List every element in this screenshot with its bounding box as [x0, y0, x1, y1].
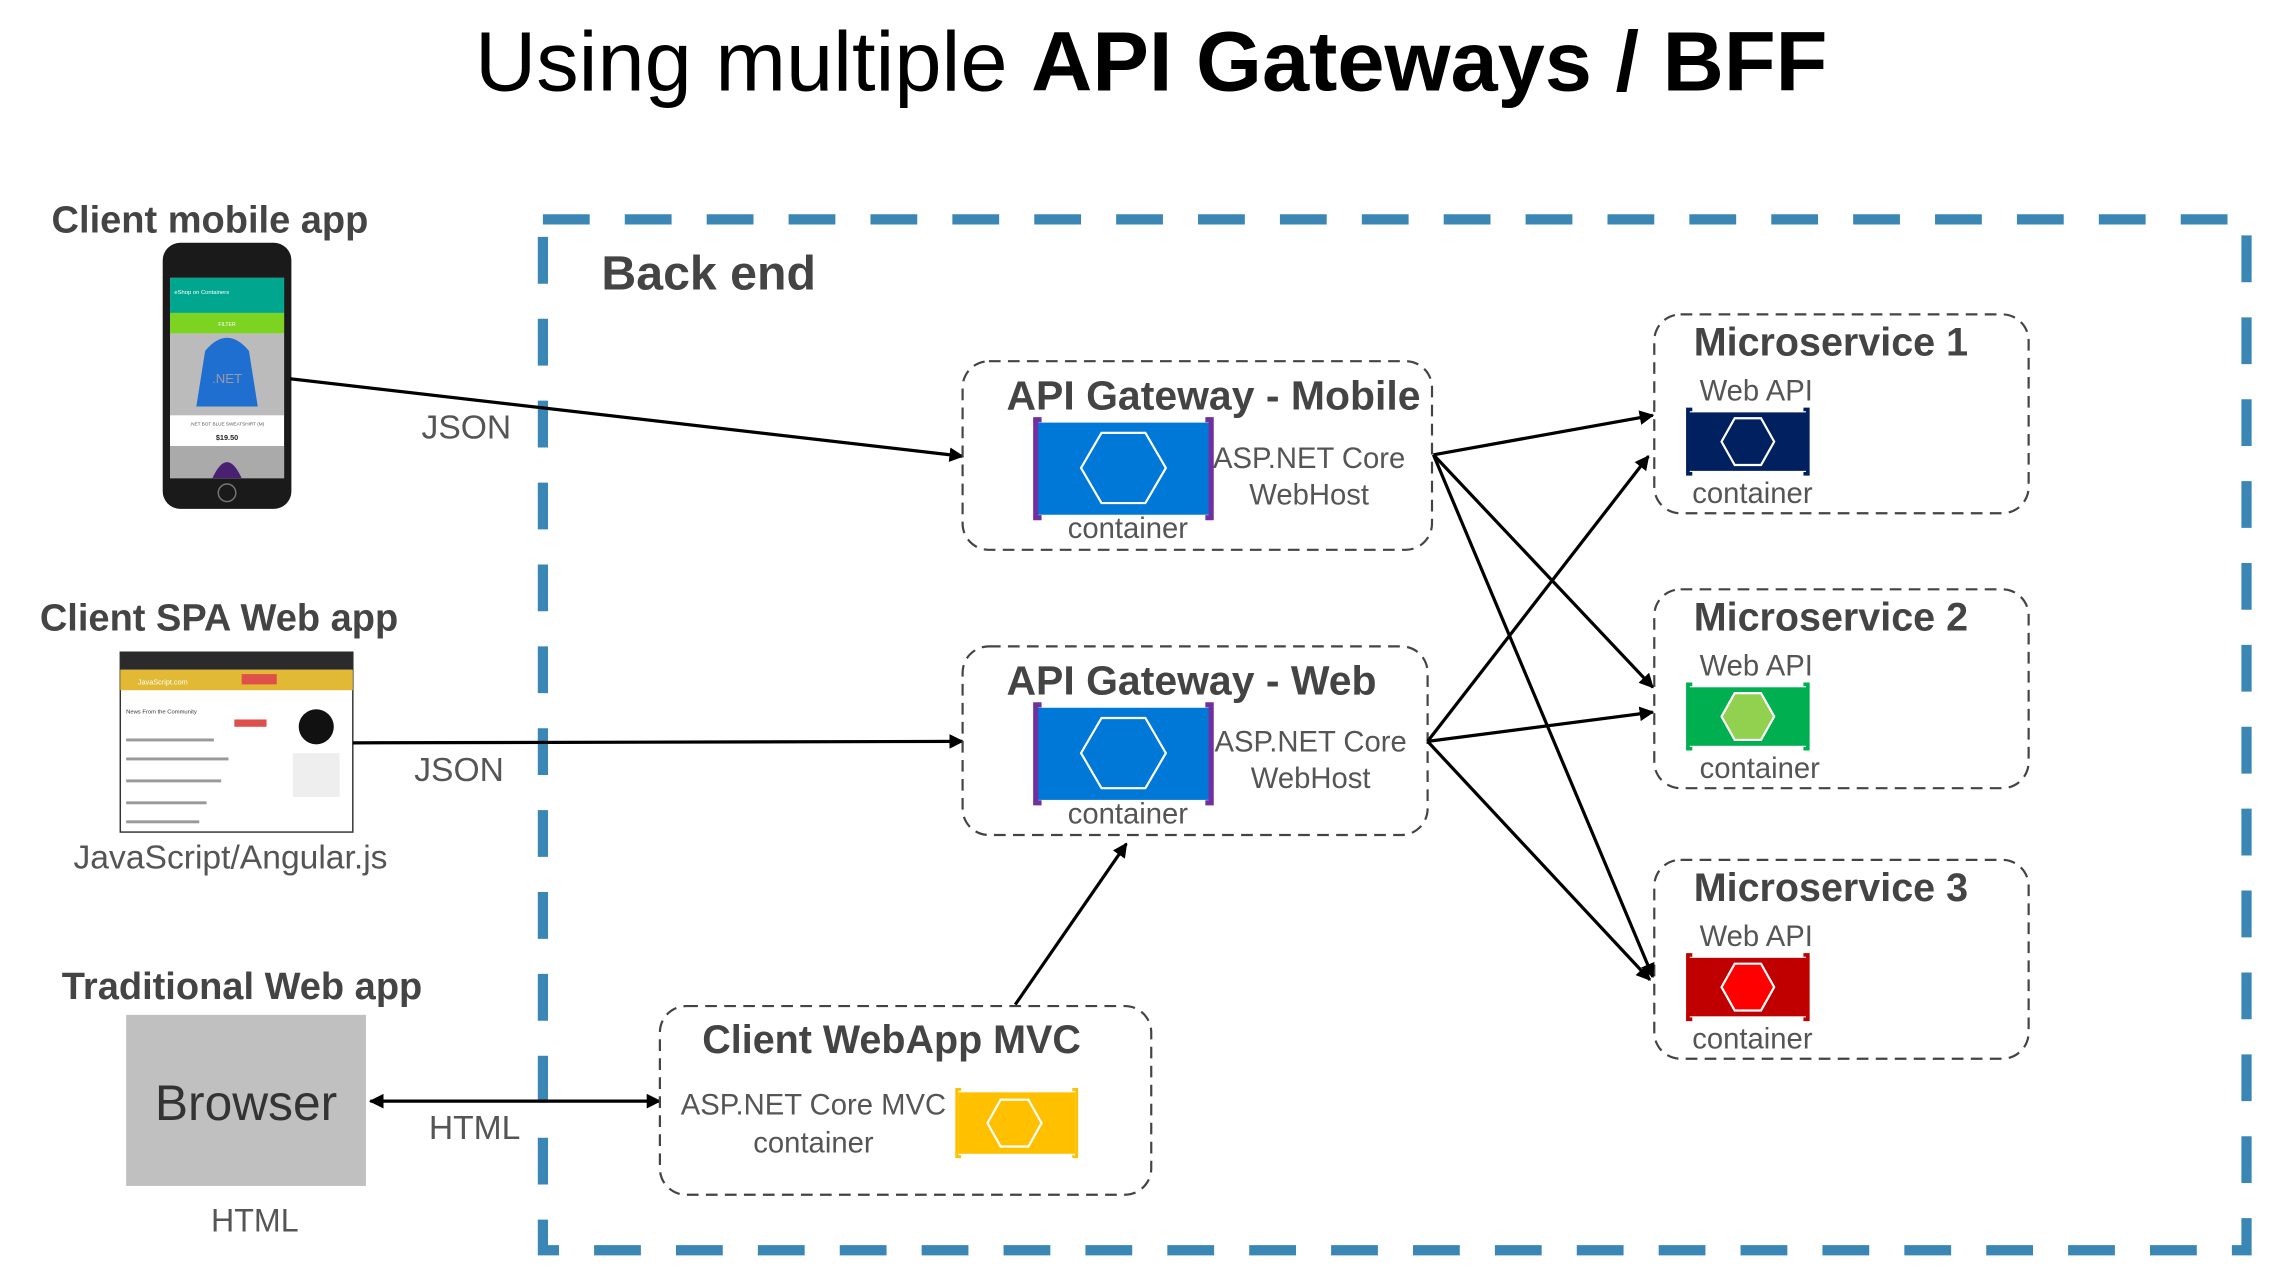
gateway-title: API Gateway - Mobile — [1006, 372, 1420, 418]
gateway-host-line2: WebHost — [1249, 480, 1369, 512]
mvc-title: Client WebApp MVC — [702, 1018, 1081, 1062]
phone-price: $19.50 — [216, 433, 238, 442]
arrow-gww-ms2 — [1427, 706, 1655, 743]
backend-label: Back end — [601, 247, 816, 301]
arrow-gww-ms1 — [1426, 455, 1650, 743]
gateway-title: API Gateway - Web — [1006, 658, 1376, 704]
api-gateway-web: API Gateway - Web container ASP.NET Core… — [961, 645, 1429, 837]
traditional-web-label: Traditional Web app — [62, 966, 422, 1008]
microservice-1: Microservice 1 Web API container — [1653, 313, 2030, 515]
arrow-gwm-ms1 — [1433, 410, 1655, 457]
container-icon — [1033, 417, 1214, 521]
microservice-subtitle: Web API — [1700, 921, 1813, 953]
arrow-gwm-ms2 — [1432, 453, 1654, 689]
backend-boundary — [537, 214, 2252, 1256]
spa-screenshot: JavaScript.com News From the Community — [119, 651, 354, 833]
spa-caption: JavaScript/Angular.js — [74, 840, 388, 877]
arrow-mobile-to-gateway — [289, 377, 965, 463]
api-gateway-mobile: API Gateway - Mobile container ASP.NET C… — [961, 360, 1434, 551]
arrow-gwm-ms3 — [1431, 454, 1655, 979]
microservice-container-label: container — [1692, 478, 1813, 510]
title-bold: API Gateways / BFF — [1031, 14, 1827, 109]
microservice-title: Microservice 1 — [1694, 320, 1968, 364]
container-icon — [1686, 682, 1810, 751]
microservice-container-label: container — [1700, 753, 1821, 785]
html-label: HTML — [429, 1110, 521, 1147]
client-webapp-mvc: Client WebApp MVC ASP.NET Core MVC conta… — [658, 1004, 1153, 1196]
spa-heading: News From the Community — [126, 710, 197, 716]
client-mobile-label: Client mobile app — [52, 200, 369, 242]
microservice-3: Microservice 3 Web API container — [1653, 858, 2030, 1060]
container-icon — [1686, 407, 1810, 476]
microservice-2: Microservice 2 Web API container — [1653, 588, 2030, 790]
gateway-host-line1: ASP.NET Core — [1214, 727, 1406, 759]
gateway-container-label: container — [1068, 513, 1189, 545]
browser-caption: HTML — [211, 1202, 299, 1238]
container-icon — [1033, 702, 1214, 806]
container-icon — [1686, 953, 1810, 1022]
phone-image: eShop on Containers FILTER .NET .NET BOT… — [162, 242, 292, 509]
arrow-gww-ms3 — [1426, 740, 1652, 981]
page-title: Using multiple API Gateways / BFF — [475, 14, 1827, 109]
client-spa-label: Client SPA Web app — [40, 597, 398, 639]
json-label-spa: JSON — [414, 752, 504, 789]
gateway-host-line2: WebHost — [1251, 763, 1371, 795]
microservice-container-label: container — [1692, 1023, 1813, 1055]
mvc-line1: ASP.NET Core MVC — [681, 1089, 946, 1121]
mvc-line2: container — [753, 1127, 874, 1159]
microservice-subtitle: Web API — [1700, 376, 1813, 408]
arrow-mvc-to-gateway-web — [1013, 842, 1128, 1006]
json-label-mobile: JSON — [422, 410, 512, 447]
arrow-spa-to-gateway — [352, 734, 965, 749]
phone-filter: FILTER — [218, 322, 236, 328]
microservice-subtitle: Web API — [1700, 651, 1813, 683]
microservice-title: Microservice 3 — [1694, 866, 1968, 910]
microservice-title: Microservice 2 — [1694, 595, 1968, 639]
title-prefix: Using multiple — [475, 14, 1031, 109]
spa-site: JavaScript.com — [138, 677, 188, 686]
phone-product: .NET BOT BLUE SWEATSHIRT (M) — [190, 422, 265, 427]
phone-app-title: eShop on Containers — [174, 290, 229, 296]
gateway-container-label: container — [1068, 798, 1189, 830]
container-icon — [955, 1087, 1079, 1159]
browser-label: Browser — [155, 1075, 337, 1131]
phone-logo: .NET — [212, 371, 242, 386]
gateway-host-line1: ASP.NET Core — [1213, 443, 1405, 475]
browser-box — [126, 1014, 366, 1186]
